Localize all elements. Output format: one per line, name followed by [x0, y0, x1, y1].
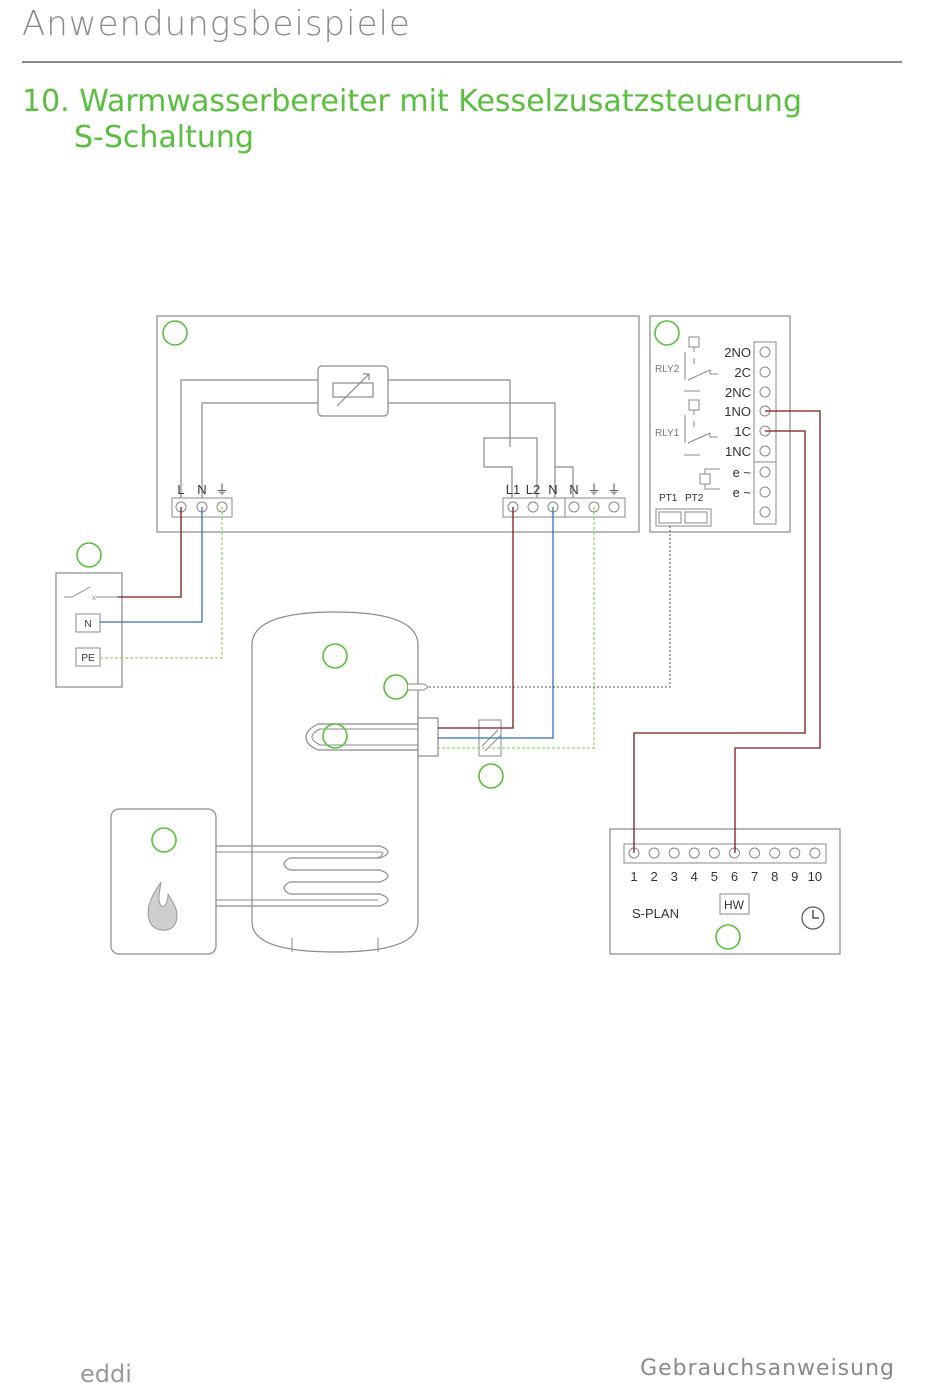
terminal-screw	[749, 847, 761, 859]
output-terminal-label: ⏚	[607, 482, 620, 497]
relay-terminal-label: 2NO	[724, 345, 751, 360]
terminal-screw	[608, 501, 620, 513]
terminal-screw	[668, 847, 680, 859]
relay-terminal-label: 1C	[734, 424, 751, 439]
terminal-screw	[527, 501, 539, 513]
title-line-2: S-Schaltung	[74, 120, 254, 155]
callout-circle	[478, 763, 504, 789]
splan-terminal-number: 2	[650, 869, 657, 884]
splan-terminal-number: 8	[771, 869, 778, 884]
page-title: 10. Warmwasserbereiter mit Kesselzusatzs…	[22, 84, 802, 156]
callout-circle	[322, 643, 348, 669]
flame-icon	[147, 881, 178, 931]
supply-earth-wire	[100, 507, 223, 659]
terminal-screw	[759, 346, 771, 358]
sensor-cable	[428, 526, 671, 688]
supply-terminal-label: L	[177, 482, 184, 497]
relay-terminal-label: 2NC	[725, 385, 751, 400]
terminal-screw	[759, 445, 771, 457]
header-rule	[22, 61, 902, 63]
relay-1c-wire	[633, 430, 806, 853]
pt2-label: PT2	[685, 493, 704, 504]
section-header: Anwendungsbeispiele	[22, 4, 411, 44]
terminal-screw	[648, 847, 660, 859]
wiring	[100, 410, 821, 853]
terminal-screw	[688, 847, 700, 859]
splan-terminal-number: 9	[791, 869, 798, 884]
supply-terminal-label: ⏚	[215, 482, 228, 497]
clock-icon	[801, 906, 825, 930]
splan-terminal-number: 7	[751, 869, 758, 884]
relay-terminal-screws	[759, 346, 771, 518]
heater-earth-wire	[438, 507, 595, 749]
heater-neutral-wire	[438, 507, 554, 739]
supply-terminal-label: N	[197, 482, 206, 497]
splan-terminal-number: 6	[731, 869, 738, 884]
relay-terminal-label: 1NO	[724, 404, 751, 419]
supply-neutral-wire	[100, 507, 203, 623]
isolator-n-label: N	[84, 619, 91, 630]
relay-terminal-label: 2C	[734, 365, 751, 380]
supply-live-wire	[118, 507, 182, 598]
relay-module: RLY2 RLY1 PT1 PT2 2NO 2C 2NC 1NO 1C 1NC e ~ e ~	[649, 315, 791, 533]
svg-text:x: x	[92, 593, 96, 602]
relay-terminal-label: e ~	[733, 465, 752, 480]
footer-document: Gebrauchsanweisung	[640, 1356, 895, 1381]
terminal-screw	[759, 386, 771, 398]
splan-terminal-number: 4	[691, 869, 698, 884]
pt1-label: PT1	[659, 493, 678, 504]
callout-circle	[76, 542, 102, 568]
relay-terminal-label: 1NC	[725, 444, 751, 459]
hot-water-cylinder	[216, 611, 439, 953]
splan-terminal-number: 5	[711, 869, 718, 884]
callout-circle	[151, 827, 177, 853]
isolator-switch: x N PE	[55, 542, 123, 688]
terminal-screw	[809, 847, 821, 859]
title-line-1: 10. Warmwasserbereiter mit Kesselzusatzs…	[22, 84, 802, 119]
output-terminal-label: ⏚	[587, 482, 600, 497]
thermal-cutout	[478, 719, 504, 789]
relay-terminal-label: e ~	[733, 485, 752, 500]
terminal-screw	[759, 486, 771, 498]
splan-name: S-PLAN	[632, 906, 679, 921]
relay-terminal-labels: 2NO 2C 2NC 1NO 1C 1NC e ~ e ~	[724, 345, 751, 500]
splan-terminal-number: 10	[808, 869, 822, 884]
output-terminal-label: N	[548, 482, 557, 497]
relay1-label: RLY1	[655, 428, 680, 439]
splan-terminal-number: 3	[671, 869, 678, 884]
output-terminal-label: L1	[506, 482, 520, 497]
callout-circle	[162, 320, 188, 346]
output-terminal-label: N	[569, 482, 578, 497]
relay2-label: RLY2	[655, 364, 680, 375]
callout-circle	[654, 320, 680, 346]
terminal-screw	[789, 847, 801, 859]
terminal-screw	[759, 506, 771, 518]
output-terminal-label: L2	[526, 482, 540, 497]
terminal-screw	[708, 847, 720, 859]
splan-terminal-number: 1	[630, 869, 637, 884]
terminal-screw	[759, 366, 771, 378]
hw-label: HW	[724, 898, 745, 912]
relay-1no-wire	[734, 410, 821, 853]
heater-live-wire	[438, 507, 514, 729]
terminal-screw	[568, 501, 580, 513]
terminal-screw	[769, 847, 781, 859]
isolator-pe-label: PE	[81, 653, 95, 664]
boiler	[110, 808, 217, 955]
callout-circle	[715, 924, 741, 950]
heater-callout-circle	[322, 723, 348, 749]
footer-brand: eddi	[80, 1360, 132, 1388]
terminal-screw	[759, 466, 771, 478]
controller-module	[317, 365, 389, 417]
